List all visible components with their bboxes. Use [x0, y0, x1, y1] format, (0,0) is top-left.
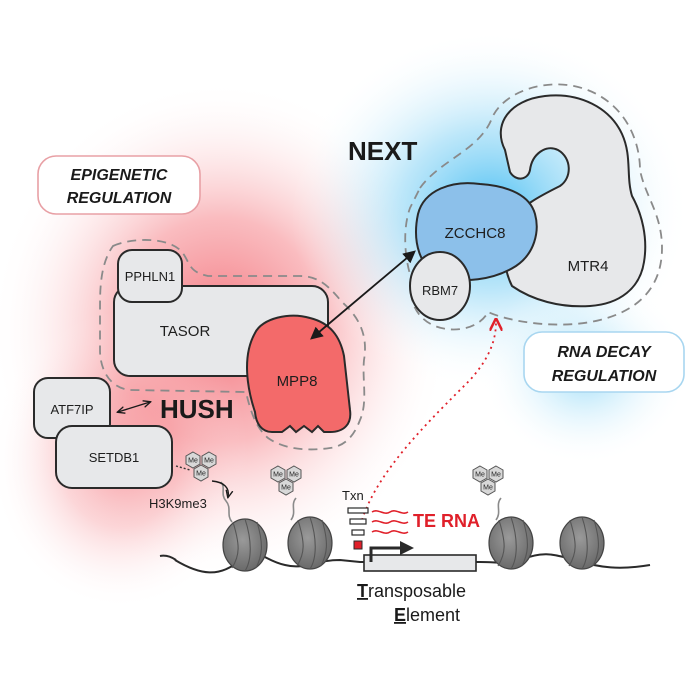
- me-label: Me: [273, 472, 283, 479]
- mpp8-label: MPP8: [277, 373, 318, 390]
- element-label: Element: [394, 605, 460, 625]
- me-label: Me: [188, 458, 198, 465]
- pphln1-protein: [117, 249, 183, 303]
- transcript-bar: [347, 507, 369, 514]
- atf7ip-tasor-interaction: [118, 402, 150, 412]
- pphln1-label: PPHLN1: [125, 269, 176, 284]
- epigenetic-line1: EPIGENETIC: [71, 167, 168, 184]
- rna-decay-line1: RNA DECAY: [557, 344, 652, 361]
- setdb1-label: SETDB1: [89, 450, 140, 465]
- me-label: Me: [289, 472, 299, 479]
- methyl-mark-cluster: Me Me Me: [270, 465, 302, 496]
- atf7ip-label: ATF7IP: [50, 402, 93, 417]
- promoter-arrow: [369, 546, 402, 562]
- mpp8-zcchc8-interaction: [310, 250, 416, 340]
- nucleosome: [488, 516, 534, 570]
- transposable-element-box: [363, 554, 477, 572]
- next-label: NEXT: [348, 136, 417, 166]
- zcchc8-label: ZCCHC8: [445, 225, 506, 242]
- epigenetic-line2: REGULATION: [67, 190, 172, 207]
- mpp8-protein: [246, 314, 352, 434]
- te-rna-label: TE RNA: [413, 511, 480, 531]
- setdb1-protein: [55, 425, 173, 489]
- nucleosome: [287, 516, 333, 570]
- txn-label: Txn: [342, 488, 364, 503]
- promoter-arrowhead: [400, 541, 414, 555]
- hush-label: HUSH: [160, 394, 234, 424]
- mtr4-label: MTR4: [568, 258, 609, 275]
- rbm7-label: RBM7: [422, 283, 458, 298]
- me-label: Me: [491, 472, 501, 479]
- transcript-bar-active: [353, 540, 363, 550]
- te-rna-wave: [371, 520, 409, 524]
- rna-decay-line2: REGULATION: [552, 368, 657, 385]
- me-label: Me: [204, 458, 214, 465]
- methyl-mark-cluster: Me Me Me: [185, 451, 217, 482]
- me-label: Me: [483, 485, 493, 492]
- histone-tail: [290, 497, 297, 521]
- me-label: Me: [475, 472, 485, 479]
- methylation-arrow: [211, 480, 228, 497]
- h3k9me3-label: H3K9me3: [149, 496, 207, 511]
- mtr4-protein: [499, 94, 647, 308]
- nucleosome: [559, 516, 605, 570]
- nucleosome: [222, 518, 268, 572]
- setdb1-to-mark-link: [175, 465, 191, 471]
- next-complex-outline: [404, 83, 663, 331]
- te-rna-wave: [371, 530, 409, 534]
- te-rna-wave: [371, 510, 409, 514]
- methyl-mark-cluster: Me Me Me: [472, 465, 504, 496]
- epigenetic-regulation-callout: [37, 155, 201, 215]
- transposable-label: Transposable: [357, 581, 466, 601]
- histone-tail: [220, 481, 233, 523]
- tasor-label: TASOR: [160, 323, 211, 340]
- hush-complex-outline: [99, 239, 366, 451]
- transcript-bar: [351, 529, 365, 536]
- chromatin-fiber-left: [159, 554, 177, 561]
- me-label: Me: [281, 485, 291, 492]
- histone-tail: [495, 497, 502, 521]
- rna-decay-regulation-callout: [523, 331, 685, 393]
- transcript-bar: [349, 518, 367, 525]
- me-label: Me: [196, 471, 206, 478]
